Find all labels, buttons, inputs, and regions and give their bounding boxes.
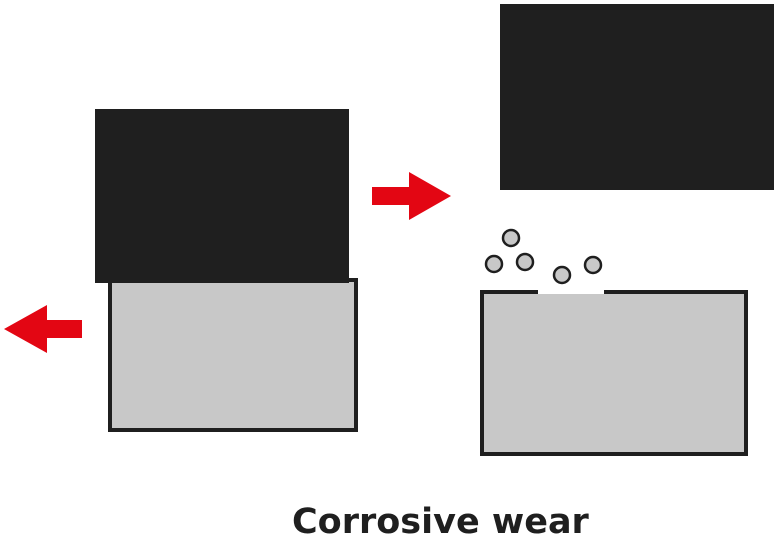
lower-body-block-worn	[480, 290, 748, 456]
wear-particle	[515, 252, 535, 272]
separated-stage	[480, 4, 774, 456]
arrow-right-icon	[372, 172, 451, 220]
diagram-caption: Corrosive wear	[292, 502, 589, 542]
arrow-left-icon	[4, 305, 82, 353]
wear-particles	[484, 228, 603, 285]
wear-particle	[484, 254, 504, 274]
contact-stage	[95, 109, 358, 432]
wear-particle	[552, 265, 572, 285]
wear-particle	[501, 228, 521, 248]
upper-body-block	[95, 109, 349, 283]
upper-body-block-separated	[500, 4, 774, 190]
lower-body-block	[108, 278, 358, 432]
wear-particle	[583, 255, 603, 275]
